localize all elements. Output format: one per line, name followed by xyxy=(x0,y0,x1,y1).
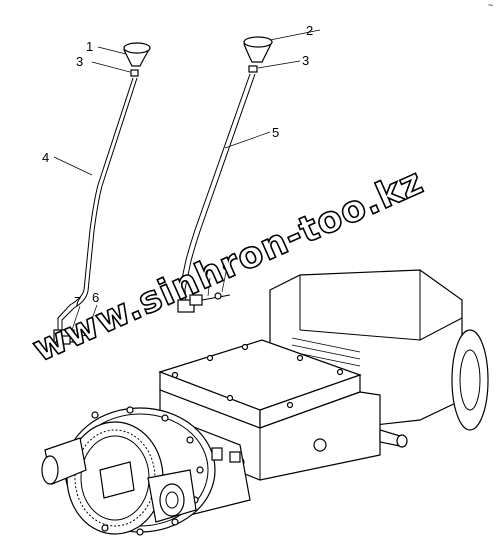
callout-6-left: 6 xyxy=(92,290,99,305)
callout-3-left: 3 xyxy=(76,54,83,69)
shift-lever-left xyxy=(53,42,151,345)
callout-4: 4 xyxy=(42,150,49,165)
callout-1: 1 xyxy=(86,39,93,54)
corner-mark: ~ xyxy=(488,0,493,10)
front-gear-assembly xyxy=(41,406,241,536)
leader-lines xyxy=(53,29,321,331)
callout-5: 5 xyxy=(272,125,279,140)
callout-7-right: 7 xyxy=(204,263,211,278)
callout-labels: 1 2 3 3 4 5 7 6 7 6 xyxy=(42,23,313,309)
callout-6-right: 6 xyxy=(222,258,229,273)
callout-3-right: 3 xyxy=(302,53,309,68)
shift-lever-right xyxy=(177,36,273,313)
callout-2: 2 xyxy=(306,23,313,38)
flange-bolts xyxy=(91,406,204,536)
callout-7-left: 7 xyxy=(74,294,81,309)
